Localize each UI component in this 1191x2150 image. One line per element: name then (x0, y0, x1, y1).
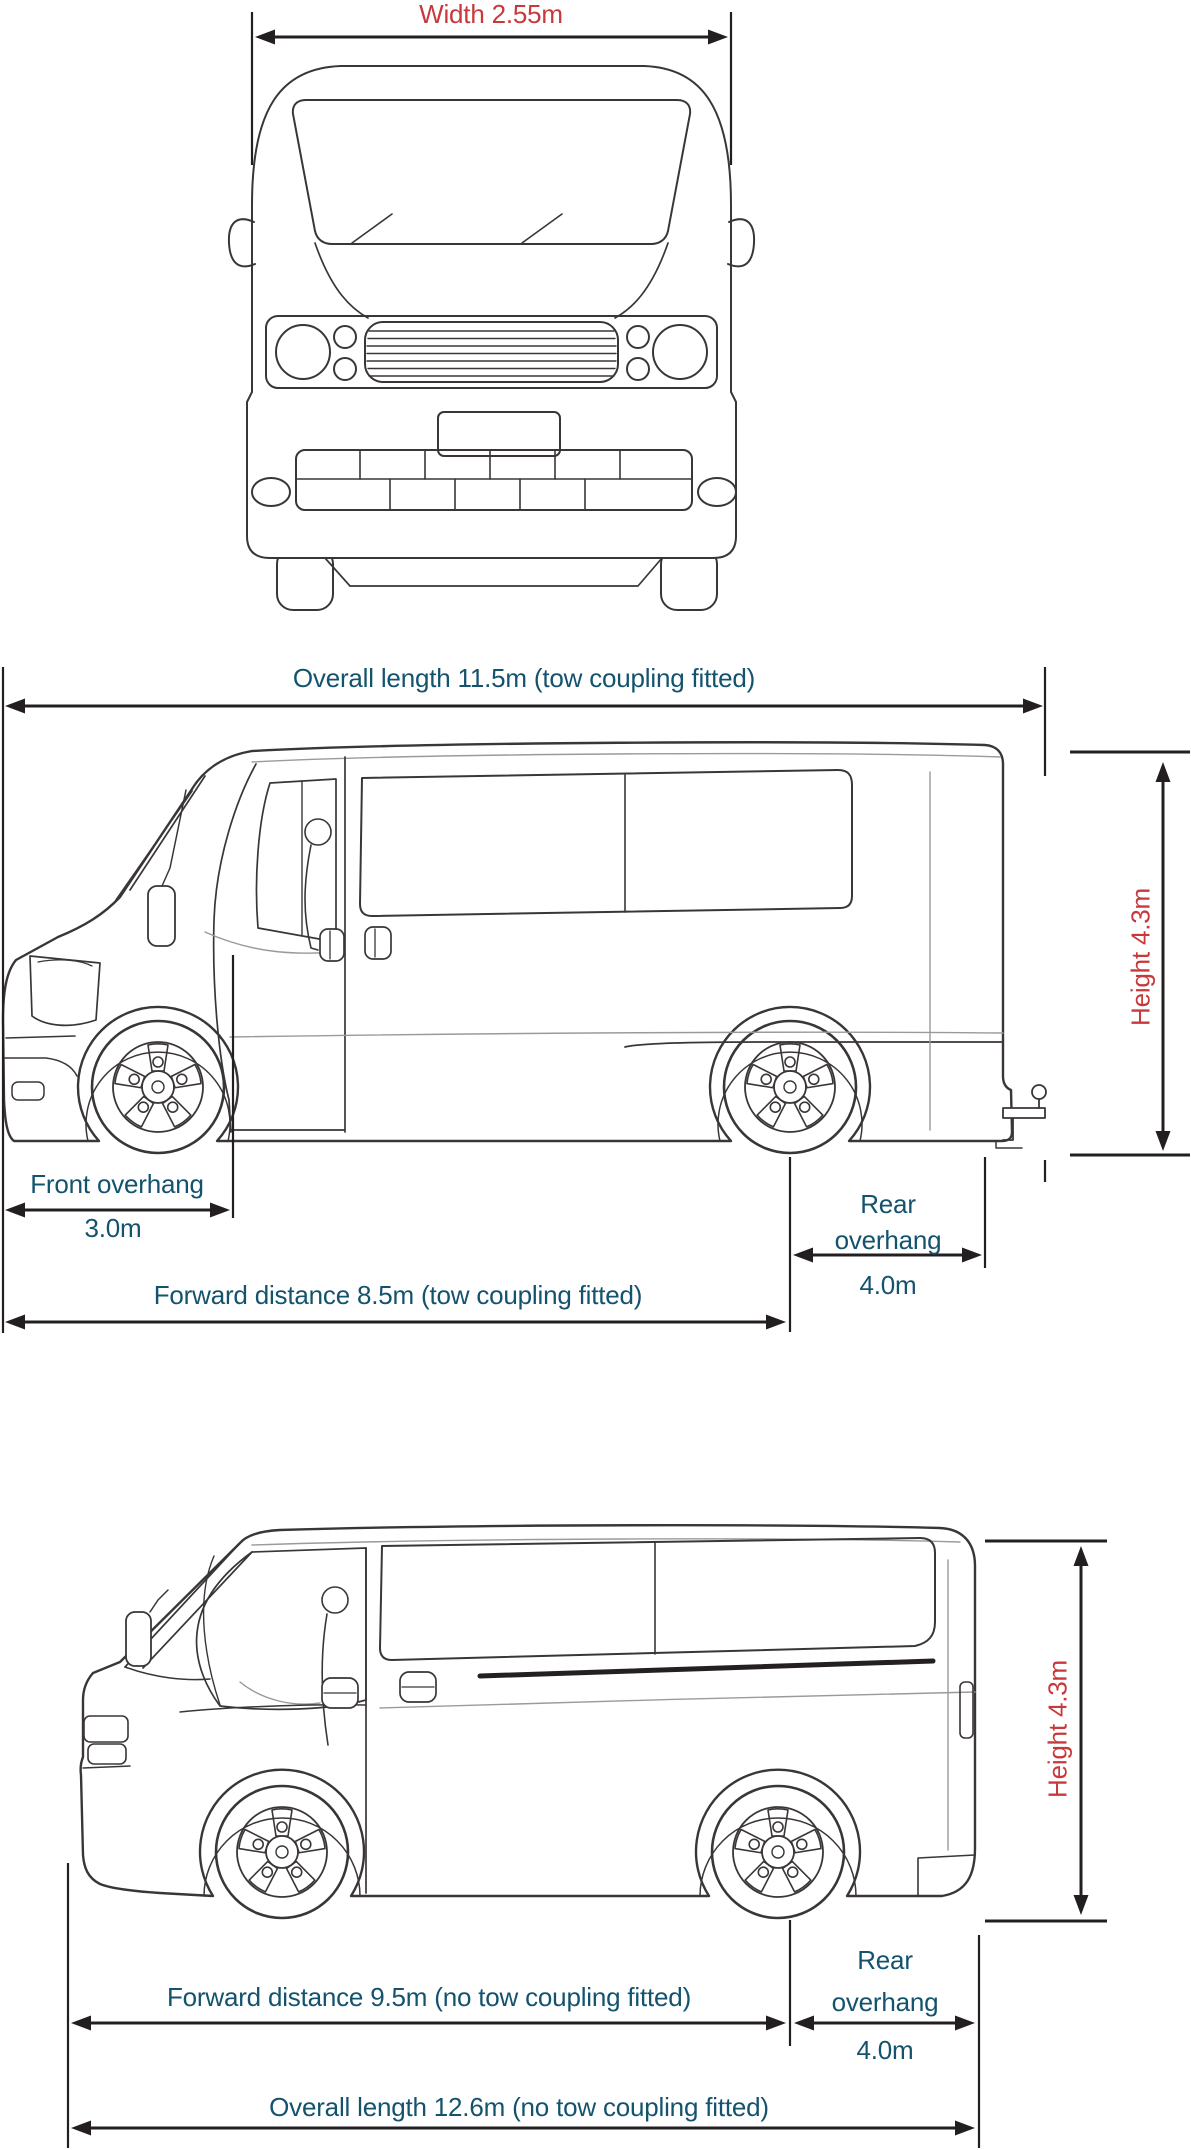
overall-length-towed-label: Overall length 11.5m (tow coupling fitte… (292, 663, 756, 693)
height-untowed-label: Height 4.3m (1042, 1660, 1073, 1798)
rear-overhang-towed-label-line1: Rear (860, 1189, 916, 1219)
forward-distance-towed-label: Forward distance 8.5m (tow coupling fitt… (153, 1280, 643, 1310)
rear-overhang-untowed-value: 4.0m (856, 2035, 914, 2065)
rear-overhang-towed-value: 4.0m (859, 1270, 917, 1300)
van-side-untowed-drawing (79, 1524, 977, 1920)
front-overhang-label: Front overhang (30, 1169, 204, 1199)
rear-overhang-untowed-label-line2: overhang (831, 1987, 939, 2017)
width-dimension-label: Width 2.55m (419, 0, 563, 29)
van-side-towed-drawing (1, 741, 1047, 1155)
front-overhang-value: 3.0m (84, 1213, 142, 1243)
dimension-lines (1, 12, 1190, 2148)
rear-overhang-untowed-label-line1: Rear (857, 1945, 913, 1975)
rear-overhang-towed-label-line2: overhang (834, 1225, 942, 1255)
height-towed-label: Height 4.3m (1125, 888, 1156, 1026)
forward-distance-untowed-label: Forward distance 9.5m (no tow coupling f… (166, 1982, 692, 2012)
overall-length-untowed-label: Overall length 12.6m (no tow coupling fi… (269, 2092, 769, 2122)
van-front-view-drawing (227, 65, 756, 611)
